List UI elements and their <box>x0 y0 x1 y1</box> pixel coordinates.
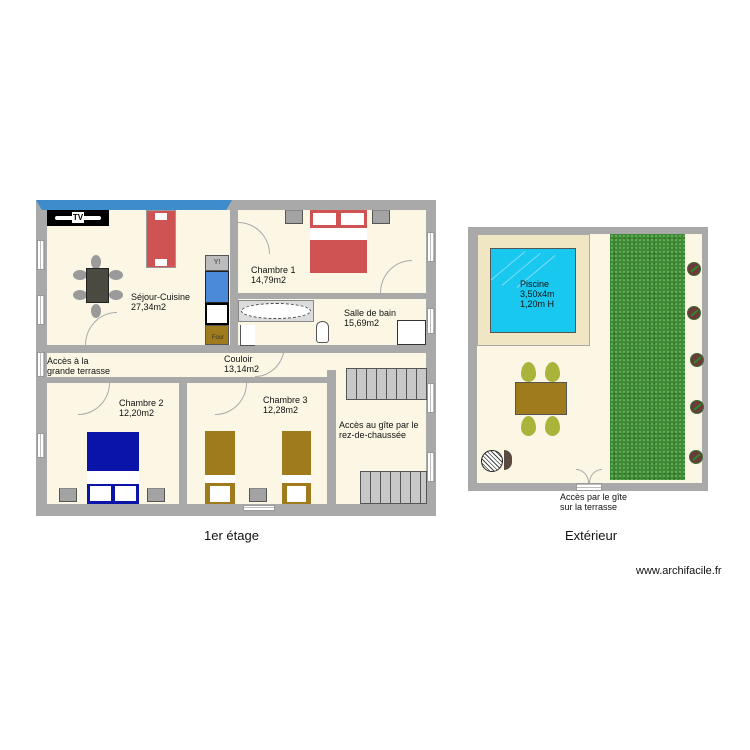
label-chambre-3: Chambre 3 12,28m2 <box>263 395 308 415</box>
roof-edge <box>36 200 232 210</box>
plant-icon <box>689 450 703 464</box>
staircase-lower <box>360 471 427 504</box>
door-leaf <box>589 469 602 483</box>
nightstand <box>285 210 303 224</box>
single-bed <box>205 431 235 504</box>
washbasin <box>240 325 255 346</box>
chair <box>73 270 87 280</box>
nightstand <box>372 210 390 224</box>
toilet <box>316 321 329 343</box>
dining-table <box>86 268 109 303</box>
lawn <box>610 234 685 480</box>
window <box>427 383 435 413</box>
wall-interior <box>327 370 336 504</box>
chair <box>91 255 101 269</box>
wall-interior <box>327 370 336 383</box>
label-acces-gite: Accès au gîte par le rez-de-chaussée <box>339 420 419 440</box>
nightstand <box>59 488 77 502</box>
window <box>37 240 45 270</box>
door-terrace-access[interactable] <box>576 483 602 491</box>
label-couloir: Couloir 13,14m2 <box>224 354 260 374</box>
kitchen-oven: Four <box>205 325 229 345</box>
garden-chair <box>545 416 560 436</box>
label-sejour-cuisine: Séjour-Cuisine 27,34m2 <box>131 292 191 312</box>
plant-icon <box>690 353 704 367</box>
label-piscine: Piscine 3,50x4m 1,20m H <box>520 279 555 309</box>
label-acces-grande-terrasse: Accès à la grande terrasse <box>47 356 111 376</box>
garden-chair <box>521 362 536 382</box>
barbecue-lid <box>504 450 512 470</box>
chair <box>109 290 123 300</box>
label-acces-terrasse: Accès par le gîte sur la terrasse <box>560 492 628 512</box>
shower <box>397 320 426 345</box>
wall-interior <box>47 377 336 383</box>
staircase-upper <box>346 368 427 400</box>
chair <box>91 304 101 318</box>
window <box>427 452 435 482</box>
wall-interior <box>230 210 238 345</box>
plant-icon <box>690 400 704 414</box>
door-bottom[interactable] <box>243 505 275 511</box>
window <box>427 232 435 262</box>
wall-interior <box>238 293 426 299</box>
plant-icon <box>687 262 701 276</box>
wall-interior <box>47 345 426 353</box>
double-bed <box>87 432 139 504</box>
garden-chair <box>521 416 536 436</box>
watermark: www.archifacile.fr <box>636 565 722 577</box>
bathtub <box>238 300 314 322</box>
nightstand <box>147 488 165 502</box>
nightstand <box>249 488 267 502</box>
chair <box>109 270 123 280</box>
kitchen-sink <box>205 271 229 303</box>
double-bed <box>310 210 367 273</box>
single-bed <box>282 431 311 504</box>
pool[interactable] <box>490 248 576 333</box>
garden-table <box>515 382 567 415</box>
oven-label: Four <box>211 335 225 341</box>
door-terrace[interactable] <box>37 352 45 377</box>
kitchen-sink-cabinet: Y! <box>205 255 229 271</box>
tv-label: TV <box>72 212 84 223</box>
plant-icon <box>687 306 701 320</box>
window <box>37 433 45 458</box>
barbecue-icon <box>481 450 503 472</box>
window <box>427 308 435 334</box>
label-chambre-2: Chambre 2 12,20m2 <box>119 398 164 418</box>
caption-exterieur: Extérieur <box>565 528 618 543</box>
caption-1er-etage: 1er étage <box>204 528 259 543</box>
label-chambre-1: Chambre 1 14,79m2 <box>251 265 296 285</box>
kitchen-cooktop <box>205 303 229 325</box>
chair <box>73 290 87 300</box>
label-salle-de-bain: Salle de bain 15,69m2 <box>344 308 397 328</box>
tv-unit: TV <box>47 210 109 226</box>
window <box>37 295 45 325</box>
sofa <box>146 210 176 268</box>
wall-interior <box>179 383 187 504</box>
garden-chair <box>545 362 560 382</box>
